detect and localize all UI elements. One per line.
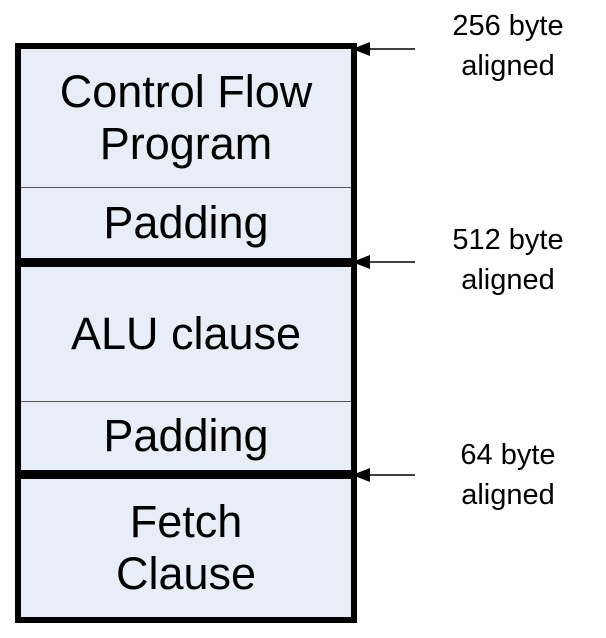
arrow-512 (352, 255, 415, 269)
block-padding-2: Padding (103, 410, 269, 461)
memory-layout-stack: Control Flow Program Padding ALU clause … (15, 43, 357, 623)
boundary-64-divider (21, 470, 351, 479)
boundary-512-divider (21, 258, 351, 267)
block-alu-clause: ALU clause (70, 308, 302, 359)
arrow-256 (352, 42, 415, 56)
divider-line (21, 187, 351, 188)
arrow-64 (352, 468, 415, 482)
block-fetch-clause: Fetch Clause (115, 496, 257, 599)
block-padding-1: Padding (103, 197, 269, 248)
alignment-label-256: 256 byte aligned (452, 10, 564, 82)
alignment-label-512: 512 byte aligned (452, 224, 564, 296)
divider-line (21, 401, 351, 402)
alignment-label-64: 64 byte aligned (460, 439, 556, 511)
block-control-flow-program: Control Flow Program (59, 66, 313, 169)
